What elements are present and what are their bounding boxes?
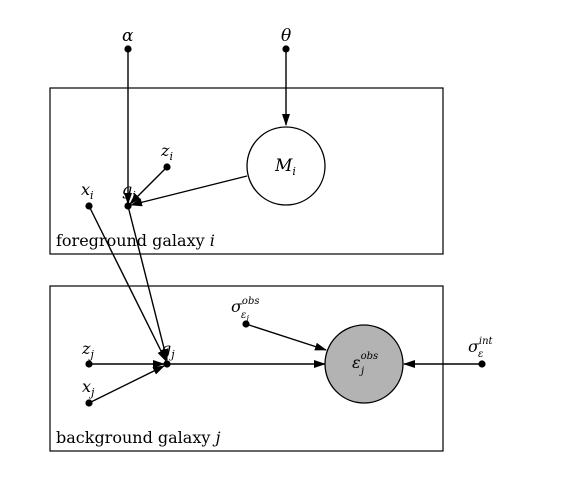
label-zj: zj: [81, 339, 94, 361]
node-xj-dot: [85, 399, 93, 407]
edge-gi-to-gj: [127, 205, 169, 361]
edge-zi-to-gi: [129, 166, 168, 205]
label-gj: gj: [161, 339, 175, 361]
label-Mi: Mi: [274, 156, 296, 178]
foreground-plate-label: foreground galaxy i: [56, 231, 215, 250]
edge-sigmaobs-to-eps: [245, 323, 327, 351]
label-theta: θ: [281, 26, 291, 46]
label-alpha: α: [122, 26, 134, 46]
node-xi-dot: [85, 202, 93, 210]
edge-Mi-to-gi: [130, 175, 248, 207]
node-zi-dot: [163, 163, 171, 171]
label-xj: xj: [82, 377, 95, 399]
label-xi: xi: [81, 180, 94, 202]
label-zi: zi: [160, 141, 173, 163]
background-plate-label: background galaxy j: [56, 428, 221, 447]
node-Mi: [246, 126, 326, 206]
node-gj-dot: [163, 360, 171, 368]
edge-xi-to-gj: [88, 205, 167, 362]
node-alpha-dot: [124, 45, 132, 53]
node-theta-dot: [282, 45, 290, 53]
foreground-plate: [49, 87, 444, 255]
label-gi: gi: [122, 180, 136, 202]
node-eps-obs: [324, 324, 404, 404]
background-plate: [49, 285, 444, 452]
node-zj-dot: [85, 360, 93, 368]
node-sigmaobs-dot: [242, 320, 250, 328]
edge-xj-to-gj: [88, 365, 165, 404]
node-sigmaint-dot: [478, 360, 486, 368]
node-gi-dot: [124, 202, 132, 210]
